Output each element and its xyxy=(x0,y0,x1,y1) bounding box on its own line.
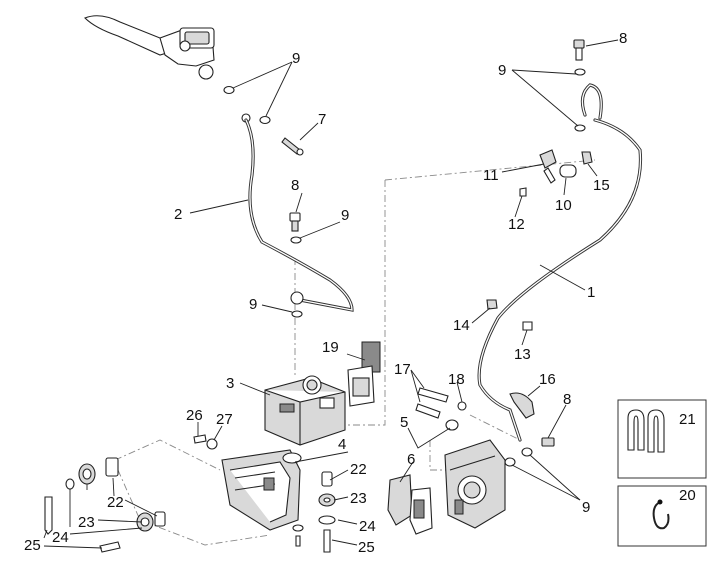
inset-20 xyxy=(617,485,707,547)
abs-bracket-4 xyxy=(221,449,302,531)
callout-2: 2 xyxy=(174,206,182,223)
brake-hose-2 xyxy=(244,118,354,312)
callout-16: 16 xyxy=(539,371,556,388)
callout-9-top-left: 9 xyxy=(292,50,300,67)
washer-5 xyxy=(445,419,459,431)
callout-10: 10 xyxy=(555,197,572,214)
callout-26: 26 xyxy=(186,407,203,424)
callout-13: 13 xyxy=(514,346,531,363)
callout-7: 7 xyxy=(318,111,326,128)
leader-lines xyxy=(43,39,619,549)
callout-21: 21 xyxy=(679,411,696,428)
callout-8-bottom: 8 xyxy=(563,391,571,408)
callout-9-top-right: 9 xyxy=(498,62,506,79)
banjo-bolt-8-bottom xyxy=(504,437,555,467)
bleed-screw-7 xyxy=(281,137,304,156)
callout-23-left: 23 xyxy=(78,514,95,531)
callout-12: 12 xyxy=(508,216,525,233)
callout-labels: 1 2 3 4 5 6 7 8 8 8 9 9 9 9 9 10 11 12 1… xyxy=(24,30,696,556)
callout-19: 19 xyxy=(322,339,339,356)
callout-20: 20 xyxy=(679,487,696,504)
left-upper-washers xyxy=(223,85,271,125)
hose-clamp-parts xyxy=(519,149,593,197)
callout-4: 4 xyxy=(338,436,346,453)
caliper-bolts-17-18 xyxy=(415,387,467,419)
hose-clip-16 xyxy=(509,392,535,419)
callout-8-top: 8 xyxy=(619,30,627,47)
callout-15: 15 xyxy=(593,177,610,194)
callout-25-left: 25 xyxy=(24,537,41,554)
banjo-bolt-8-top xyxy=(573,39,586,132)
callout-27: 27 xyxy=(216,411,233,428)
callout-17: 17 xyxy=(394,361,411,378)
callout-8-middle: 8 xyxy=(291,177,299,194)
callout-9-middle: 9 xyxy=(341,207,349,224)
callout-14: 14 xyxy=(453,317,470,334)
brake-caliper xyxy=(444,439,506,529)
inset-21 xyxy=(617,399,707,479)
callout-23-right: 23 xyxy=(350,490,367,507)
callout-5: 5 xyxy=(400,414,408,431)
banjo-fitting-lower-left xyxy=(290,291,304,318)
callout-22-right: 22 xyxy=(350,461,367,478)
brake-hose-1 xyxy=(477,83,643,442)
left-mount-hardware xyxy=(44,457,166,553)
callout-25-right: 25 xyxy=(358,539,375,556)
callout-22-left: 22 xyxy=(107,494,124,511)
callout-24-left: 24 xyxy=(52,529,69,546)
callout-11: 11 xyxy=(483,167,499,184)
callout-3: 3 xyxy=(226,375,234,392)
nut-14-screw-13 xyxy=(486,299,533,331)
assembly-reference-lines xyxy=(114,159,596,546)
abs-connector-19 xyxy=(347,341,381,407)
callout-18: 18 xyxy=(448,371,465,388)
right-mount-hardware xyxy=(292,471,336,553)
brake-lever-master-cylinder xyxy=(84,15,215,80)
abs-modulator-3 xyxy=(264,375,346,446)
callout-6: 6 xyxy=(407,451,415,468)
callout-24-right: 24 xyxy=(359,518,376,535)
screw-26-washer-27 xyxy=(193,434,218,450)
callout-9-lower-left: 9 xyxy=(249,296,257,313)
banjo-bolt-8-middle xyxy=(289,212,302,244)
callout-9-bottom-right: 9 xyxy=(582,499,590,516)
callout-1: 1 xyxy=(587,284,595,301)
brake-pads-6 xyxy=(387,474,433,535)
